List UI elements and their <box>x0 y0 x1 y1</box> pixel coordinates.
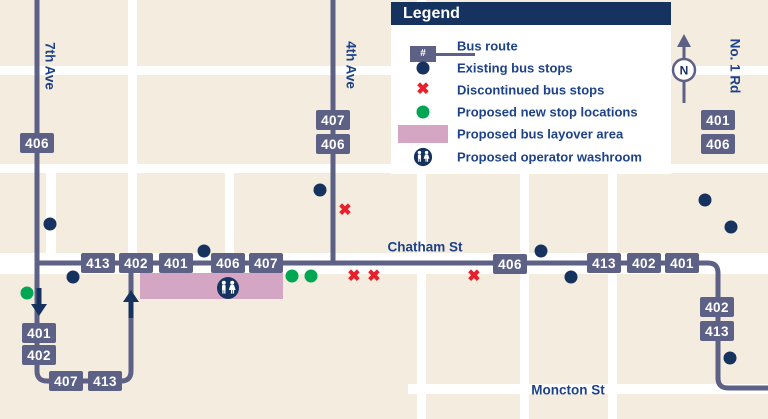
street-horizontal <box>0 66 768 75</box>
legend-row-discontinued-stops: ✖ Discontinued bus stops <box>416 81 605 98</box>
existing-stop <box>564 270 578 284</box>
legend-row-bus-route: # Bus route <box>391 35 671 62</box>
route-badge-402: 402 <box>22 345 56 365</box>
route-badge-407: 407 <box>249 253 283 273</box>
existing-stop <box>197 244 211 258</box>
street-vertical <box>520 173 529 419</box>
northbound-arrow <box>123 290 139 318</box>
compass-north-label: N <box>680 64 689 78</box>
legend-body: # Bus route Existing bus stops ✖ Discont… <box>391 25 671 174</box>
street-horizontal <box>0 164 768 173</box>
existing-stop <box>724 220 738 234</box>
route-badge-413: 413 <box>587 253 621 273</box>
discontinued-stop-icon: ✖ <box>347 268 361 285</box>
route-line-chatham-no1rd-moncton <box>35 260 768 391</box>
route-badge-401: 401 <box>22 323 56 343</box>
legend-panel: Legend # Bus route Existing bus stops ✖ … <box>391 2 671 174</box>
route-badge-406: 406 <box>20 133 54 153</box>
street-label-7th-ave: 7th Ave <box>42 42 58 90</box>
proposed-stop-icon <box>416 105 430 119</box>
discontinued-stop-icon: ✖ <box>338 202 352 219</box>
layover-area <box>140 273 283 299</box>
route-line-7th-ave-loop <box>34 0 134 384</box>
street-moncton <box>408 384 768 394</box>
existing-stop <box>313 183 327 197</box>
street-label-chatham: Chatham St <box>387 239 463 255</box>
route-badge-406: 406 <box>316 134 350 154</box>
proposed-stop <box>285 269 299 283</box>
layover-area-icon <box>398 125 448 143</box>
route-badge-407: 407 <box>49 371 83 391</box>
washroom-icon <box>413 147 433 167</box>
compass-arrow-icon <box>677 34 691 47</box>
route-badge-406: 406 <box>701 134 735 154</box>
discontinued-stop-icon: ✖ <box>367 268 381 285</box>
existing-stop <box>43 217 57 231</box>
route-badge-401: 401 <box>701 110 735 130</box>
route-badge-413: 413 <box>700 321 734 341</box>
legend-row-existing-stops: Existing bus stops <box>391 57 671 79</box>
existing-stop-icon <box>416 61 430 75</box>
compass: N <box>671 34 697 103</box>
discontinued-stop-icon: ✖ <box>467 268 481 285</box>
street-vertical <box>128 0 137 253</box>
route-badge-413: 413 <box>81 253 115 273</box>
route-badge-402: 402 <box>700 297 734 317</box>
street-vertical <box>46 173 56 253</box>
route-badge-406: 406 <box>211 253 245 273</box>
street-vertical <box>417 0 426 419</box>
street-vertical <box>608 173 617 419</box>
route-badge-413: 413 <box>88 371 122 391</box>
route-badge-402: 402 <box>627 253 661 273</box>
legend-row-layover-area: Proposed bus layover area <box>391 123 671 145</box>
legend-row-proposed-stops: Proposed new stop locations <box>391 101 671 123</box>
street-vertical <box>225 164 234 253</box>
existing-stop <box>66 270 80 284</box>
existing-stop <box>534 244 548 258</box>
legend-row-washroom: Proposed operator washroom <box>391 146 671 168</box>
existing-stop <box>698 193 712 207</box>
route-badge-401: 401 <box>665 253 699 273</box>
proposed-stop <box>304 269 318 283</box>
route-badge-402: 402 <box>119 253 153 273</box>
legend-title: Legend <box>391 2 671 25</box>
route-badge-407: 407 <box>316 110 350 130</box>
southbound-arrow <box>31 288 47 316</box>
washroom-icon <box>217 277 239 299</box>
route-badge-406: 406 <box>493 254 527 274</box>
route-badge-401: 401 <box>159 253 193 273</box>
street-label-moncton: Moncton St <box>531 382 605 398</box>
existing-stop <box>723 351 737 365</box>
proposed-stop <box>20 286 34 300</box>
street-label-4th-ave: 4th Ave <box>343 41 359 89</box>
street-label-no1-rd: No. 1 Rd <box>727 38 743 94</box>
